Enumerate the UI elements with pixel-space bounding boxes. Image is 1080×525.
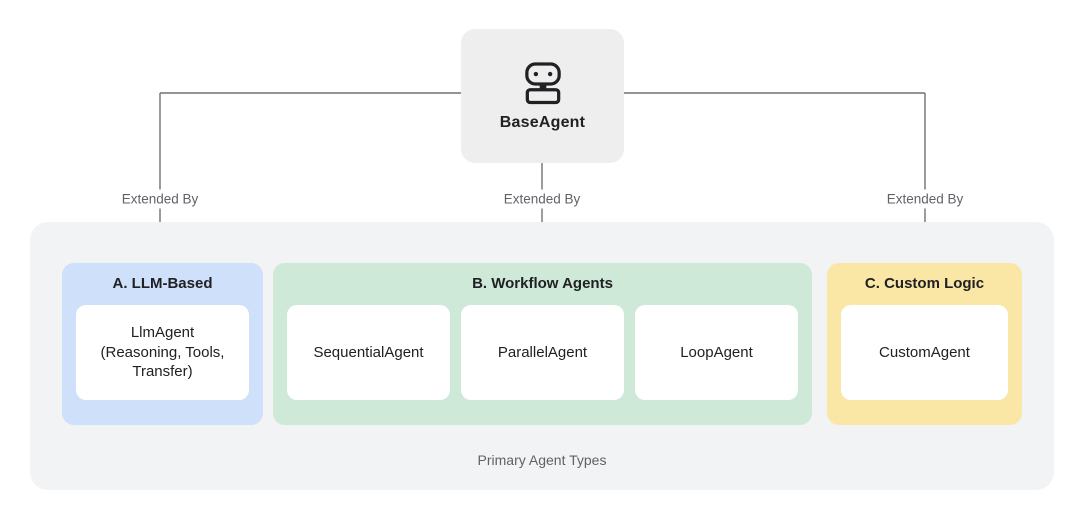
card-loop-agent-label: LoopAgent [680,343,753,361]
card-custom-agent: CustomAgent [841,305,1008,400]
card-llm-agent-label: LlmAgent (Reasoning, Tools, Transfer) [100,324,225,381]
base-agent-node: BaseAgent [461,29,624,163]
edge-label-left: Extended By [114,189,206,209]
group-workflow-cards: SequentialAgent ParallelAgent LoopAgent [287,305,798,400]
group-llm-cards: LlmAgent (Reasoning, Tools, Transfer) [76,305,249,400]
group-llm-based: A. LLM-Based LlmAgent (Reasoning, Tools,… [62,263,263,425]
edge-label-right: Extended By [879,189,971,209]
group-custom-title: C. Custom Logic [864,275,985,292]
group-workflow-agents: B. Workflow Agents SequentialAgent Paral… [273,263,812,425]
group-custom-cards: CustomAgent [841,305,1008,400]
card-sequential-agent-label: SequentialAgent [313,343,424,361]
robot-icon [524,61,561,104]
card-custom-agent-label: CustomAgent [879,343,970,361]
group-workflow-title: B. Workflow Agents [472,275,613,292]
group-custom-logic: C. Custom Logic CustomAgent [827,263,1022,425]
card-sequential-agent: SequentialAgent [287,305,450,400]
container-caption: Primary Agent Types [477,452,607,468]
base-agent-label: BaseAgent [499,113,586,131]
edge-label-center: Extended By [496,189,588,209]
card-llm-agent: LlmAgent (Reasoning, Tools, Transfer) [76,305,249,400]
group-llm-title: A. LLM-Based [112,275,213,292]
agent-types-container: A. LLM-Based LlmAgent (Reasoning, Tools,… [30,222,1054,490]
card-loop-agent: LoopAgent [635,305,798,400]
card-parallel-agent: ParallelAgent [461,305,624,400]
card-parallel-agent-label: ParallelAgent [497,343,588,361]
